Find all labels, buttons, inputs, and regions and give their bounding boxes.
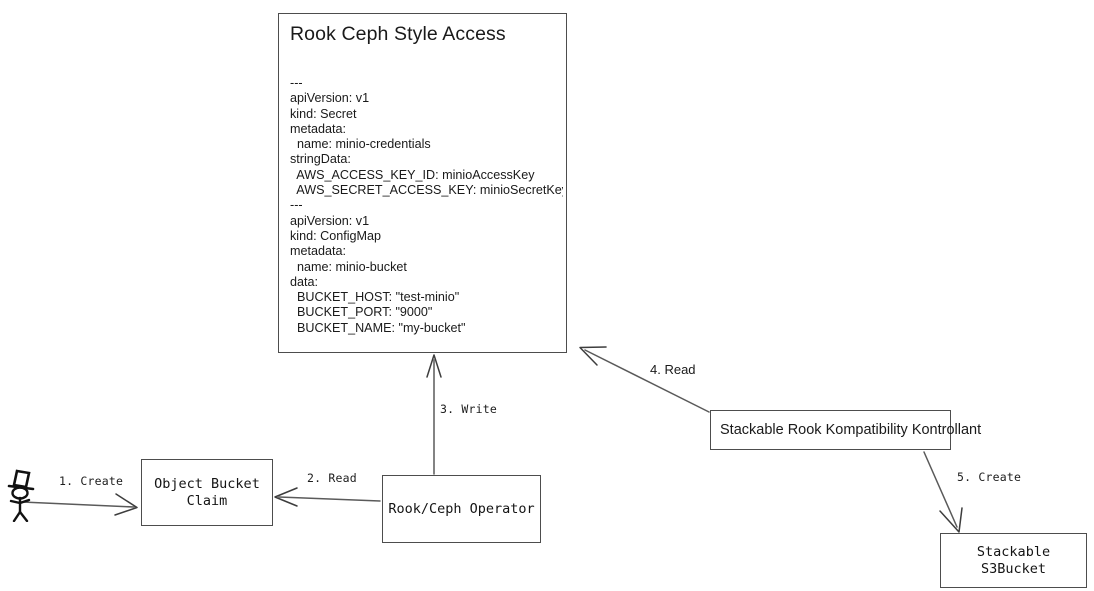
node-stackable-rook-kompatibility-kontrollant[interactable]: Stackable Rook Kompatibility Kontrollant — [710, 410, 981, 450]
rook-ceph-style-access-panel: Rook Ceph Style Access --- apiVersion: v… — [278, 13, 567, 353]
node-stackable-s3bucket[interactable]: Stackable S3Bucket — [940, 533, 1087, 588]
edge-label-1-create: 1. Create — [59, 474, 124, 488]
panel-yaml-body: --- apiVersion: v1 kind: Secret metadata… — [290, 76, 563, 335]
node-object-bucket-claim[interactable]: Object Bucket Claim — [141, 459, 273, 526]
node-stackable-s3bucket-label: Stackable S3Bucket — [976, 543, 1051, 577]
edge-label-4-read: 4. Read — [650, 362, 696, 377]
edge-label-5-create: 5. Create — [957, 470, 1022, 484]
edge-4-read-arrow — [579, 346, 710, 413]
node-rook-ceph-operator[interactable]: Rook/Ceph Operator — [382, 475, 541, 543]
edge-5-create-arrow — [923, 451, 963, 533]
panel-title: Rook Ceph Style Access — [290, 23, 506, 45]
node-object-bucket-claim-label: Object Bucket Claim — [154, 475, 260, 509]
node-rook-ceph-operator-label: Rook/Ceph Operator — [388, 500, 535, 517]
edge-2-read-arrow — [274, 487, 381, 507]
edge-label-3-write: 3. Write — [440, 402, 497, 416]
node-stackable-rook-kompatibility-kontrollant-label: Stackable Rook Kompatibility Kontrollant — [720, 422, 982, 438]
edge-label-2-read: 2. Read — [307, 471, 357, 485]
stick-figure-with-top-hat-icon — [7, 469, 35, 522]
edge-3-write-arrow — [426, 354, 442, 475]
